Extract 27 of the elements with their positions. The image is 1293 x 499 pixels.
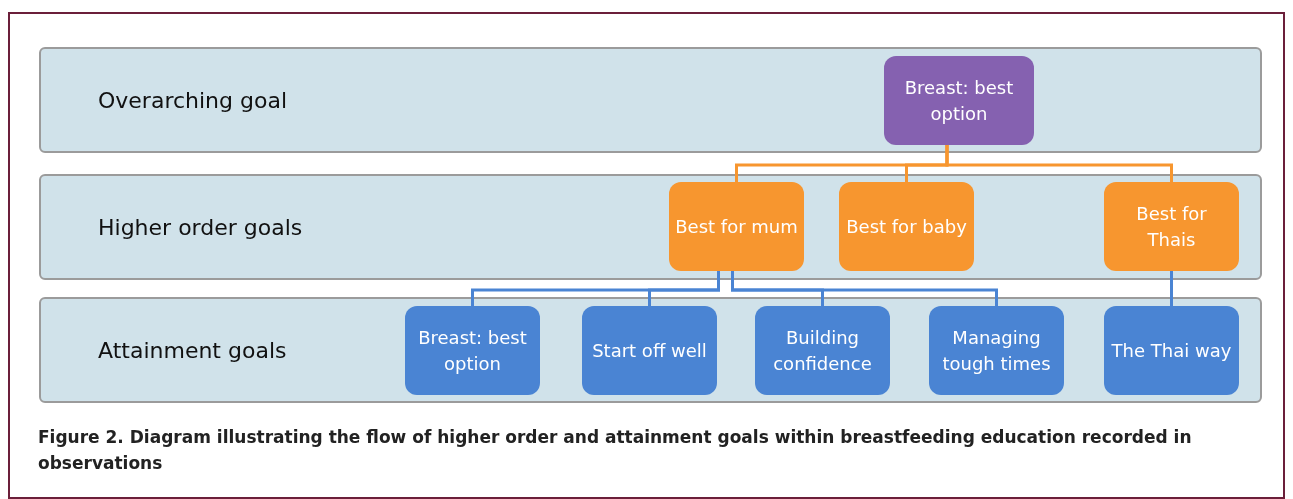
goal-box — [669, 182, 804, 271]
goal-box — [929, 306, 1064, 395]
figure-caption: Figure 2. Diagram illustrating the flow of higher order and attainment goals within breastfeeding education recorded in observations — [38, 426, 1193, 475]
goal-box — [405, 306, 540, 395]
level-band — [39, 297, 1262, 403]
goal-label: The Thai way — [1111, 338, 1232, 363]
goal-label: Building confidence — [772, 325, 873, 376]
goal-box — [755, 306, 890, 395]
goal-box — [1104, 182, 1239, 271]
goal-label: Start off well — [592, 338, 707, 363]
level-band — [39, 174, 1262, 280]
level-band — [39, 47, 1262, 153]
goal-box — [884, 56, 1034, 145]
level-label: Attainment goals — [98, 336, 287, 365]
goal-label: Breast: best option — [903, 75, 1015, 126]
goal-label: Best for baby — [846, 214, 967, 239]
connector-line — [1170, 271, 1173, 306]
goal-label: Best for Thais — [1135, 201, 1208, 252]
goal-box — [839, 182, 974, 271]
goal-box — [1104, 306, 1239, 395]
goal-label: Best for mum — [675, 214, 798, 239]
level-label: Higher order goals — [98, 213, 303, 242]
goal-label: Breast: best option — [417, 325, 528, 376]
connector-line — [945, 145, 1173, 182]
goal-label: Managing tough times — [941, 325, 1052, 376]
level-label: Overarching goal — [98, 86, 288, 115]
goal-box — [582, 306, 717, 395]
